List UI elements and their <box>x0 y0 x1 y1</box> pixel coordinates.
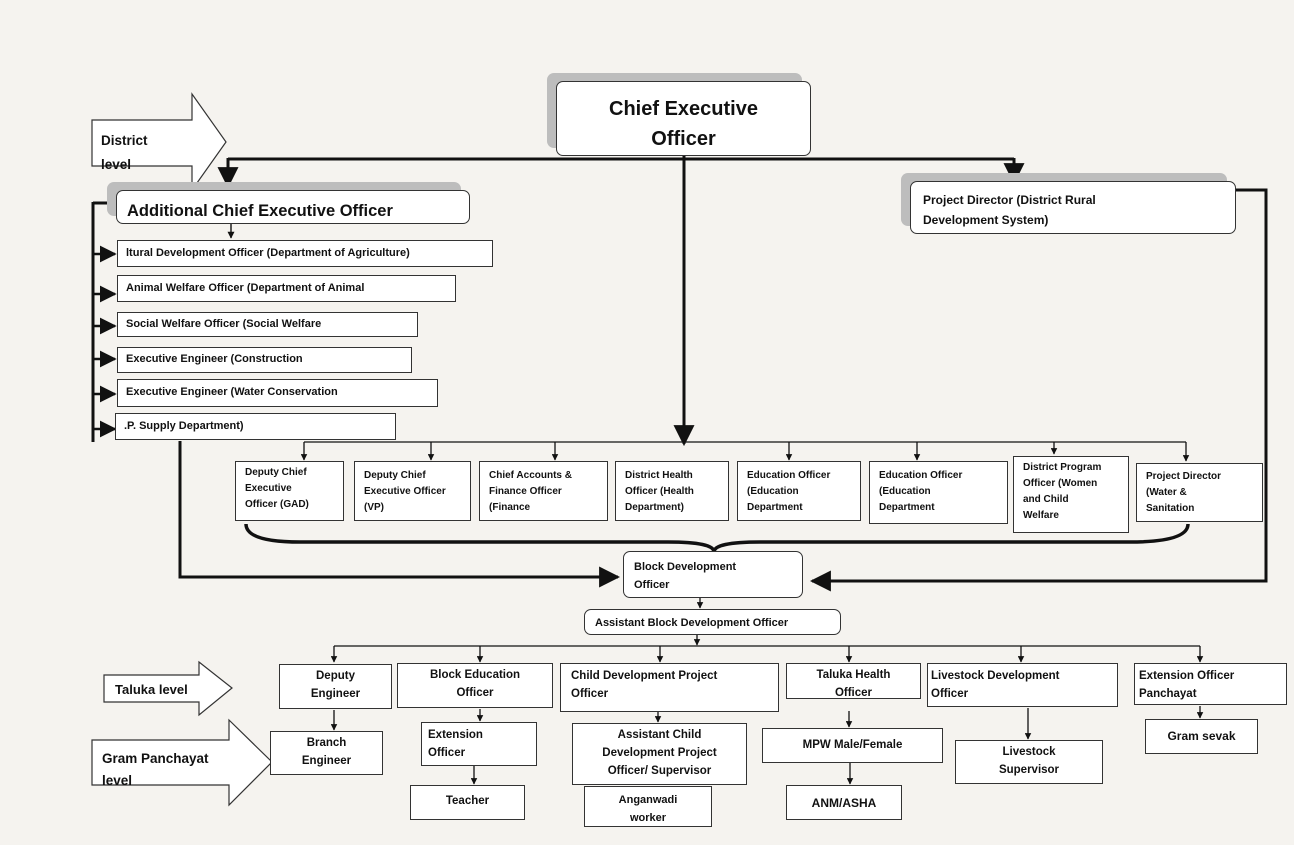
taluka-health-officer: Taluka Health Officer <box>786 663 921 699</box>
child-development-project-officer: Child Development Project Officer <box>560 663 779 712</box>
dept-animal-welfare: Animal Welfare Officer (Department of An… <box>117 275 456 302</box>
project-director-drds-box: Project Director (District Rural Develop… <box>910 181 1236 234</box>
deputy-ceo-vp: Deputy Chief Executive Officer (VP) <box>354 461 471 521</box>
district-level-label: District level <box>101 133 148 172</box>
taluka-level-label: Taluka level <box>115 682 188 697</box>
branch-engineer: Branch Engineer <box>270 731 383 775</box>
district-health-officer: District Health Officer (Health Departme… <box>615 461 729 521</box>
assistant-cdpo-supervisor: Assistant Child Development Project Offi… <box>572 723 747 785</box>
extension-officer-panchayat: Extension Officer Panchayat <box>1134 663 1287 705</box>
abdo-box: Assistant Block Development Officer <box>584 609 841 635</box>
anganwadi-worker: Anganwadi worker <box>584 786 712 827</box>
district-program-officer: District Program Officer (Women and Chil… <box>1013 456 1129 533</box>
dept-construction: Executive Engineer (Construction <box>117 347 412 373</box>
chief-accounts-finance: Chief Accounts & Finance Officer (Financ… <box>479 461 608 521</box>
ceo-box: Chief Executive Officer <box>556 81 811 156</box>
teacher: Teacher <box>410 785 525 820</box>
deputy-engineer: Deputy Engineer <box>279 664 392 709</box>
aceo-box: Additional Chief Executive Officer <box>116 190 470 224</box>
extension-officer: Extension Officer <box>421 722 537 766</box>
project-director-water-sanitation: Project Director (Water & Sanitation <box>1136 463 1263 522</box>
deputy-ceo-gad: Deputy Chief Executive Officer (GAD) <box>235 461 344 521</box>
livestock-development-officer: Livestock Development Officer <box>927 663 1118 707</box>
dept-water-conservation: Executive Engineer (Water Conservation <box>117 379 438 407</box>
education-officer-1: Education Officer (Education Department <box>737 461 861 521</box>
education-officer-2: Education Officer (Education Department <box>869 461 1008 524</box>
anm-asha: ANM/ASHA <box>786 785 902 820</box>
district-level-arrow <box>91 92 227 192</box>
dept-agriculture: ltural Development Officer (Department o… <box>117 240 493 267</box>
dept-social-welfare: Social Welfare Officer (Social Welfare <box>117 312 418 337</box>
gram-panchayat-level-arrow <box>91 718 273 807</box>
bdo-box: Block Development Officer <box>623 551 803 598</box>
gram-panchayat-level-label: Gram Panchayat level <box>102 751 209 788</box>
dept-supply: .P. Supply Department) <box>115 413 396 440</box>
livestock-supervisor: Livestock Supervisor <box>955 740 1103 784</box>
taluka-level-arrow <box>103 660 233 717</box>
block-education-officer: Block Education Officer <box>397 663 553 708</box>
gram-sevak: Gram sevak <box>1145 719 1258 754</box>
mpw-male-female: MPW Male/Female <box>762 728 943 763</box>
